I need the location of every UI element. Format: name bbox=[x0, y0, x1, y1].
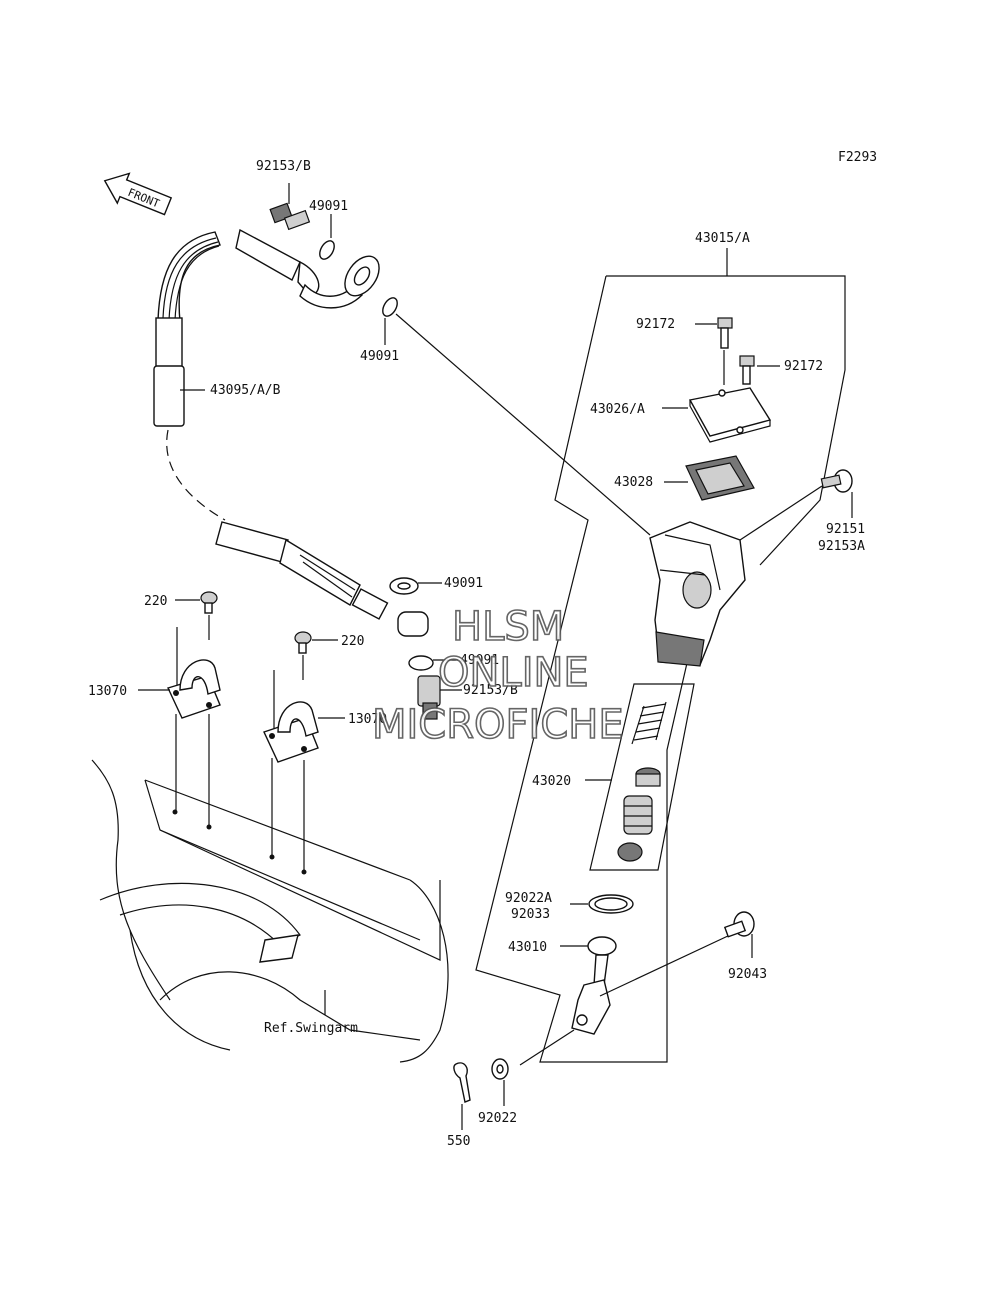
circlip: 92022A 92033 bbox=[505, 891, 634, 922]
label-49091-c: 49091 bbox=[444, 576, 483, 591]
cotter-pin: 550 bbox=[447, 1062, 471, 1149]
label-43020: 43020 bbox=[532, 774, 571, 789]
label-92153a: 92153A bbox=[818, 539, 865, 554]
label-43026: 43026/A bbox=[590, 402, 645, 417]
piston-kit-outline: 43020 bbox=[532, 683, 695, 871]
screw-92172-a: 92172 bbox=[636, 317, 733, 385]
washer-49091-b: 49091 bbox=[360, 297, 651, 536]
piston-spring bbox=[631, 701, 667, 745]
label-49091-b: 49091 bbox=[360, 349, 399, 364]
banjo-bolt-top: 92153/B bbox=[256, 159, 311, 231]
reference-label: Ref.Swingarm bbox=[264, 1021, 358, 1036]
label-43028: 43028 bbox=[614, 475, 653, 490]
watermark-line-3: MICROFICHE bbox=[372, 702, 624, 748]
clamp-13070-a: 13070 bbox=[88, 627, 221, 825]
watermark-line-1: HLSM bbox=[452, 604, 564, 650]
label-550: 550 bbox=[447, 1134, 470, 1149]
washer-49091-a: 49091 bbox=[309, 199, 348, 260]
reservoir-diaphragm: 43028 bbox=[614, 455, 755, 501]
swingarm-outline: Ref.Swingarm bbox=[91, 759, 449, 1063]
master-cylinder-body bbox=[649, 521, 746, 667]
piston bbox=[623, 795, 653, 835]
push-rod-assembly: 43010 bbox=[508, 934, 731, 1066]
label-92172-a: 92172 bbox=[636, 317, 675, 332]
label-43015: 43015/A bbox=[695, 231, 750, 246]
bolt-92151: 92151 92153A bbox=[739, 469, 865, 554]
label-92172-b: 92172 bbox=[784, 359, 823, 374]
label-92153b-top: 92153/B bbox=[256, 159, 311, 174]
brake-hose-assembly: 43095/A/B bbox=[153, 228, 389, 620]
label-220-b: 220 bbox=[341, 634, 364, 649]
label-92043: 92043 bbox=[728, 967, 767, 982]
screw-92172-b: 92172 bbox=[739, 355, 823, 385]
watermark: HLSM ONLINE MICROFICHE bbox=[371, 603, 624, 749]
reservoir-cap: 43026/A bbox=[590, 387, 772, 443]
label-92022: 92022 bbox=[478, 1111, 517, 1126]
piston-cup-secondary bbox=[617, 842, 643, 862]
clamp-13070-b: 13070 bbox=[263, 670, 387, 870]
figure-code: F2293 bbox=[838, 150, 877, 165]
label-92151: 92151 bbox=[826, 522, 865, 537]
label-43010: 43010 bbox=[508, 940, 547, 955]
banjo-lower: 49091 49091 92153/B bbox=[389, 576, 518, 720]
label-92153b-bottom: 92153/B bbox=[463, 683, 518, 698]
label-220-a: 220 bbox=[144, 594, 167, 609]
label-92022a: 92022A bbox=[505, 891, 552, 906]
clevis-pin: 92043 bbox=[723, 911, 767, 982]
watermark-line-2: ONLINE bbox=[438, 650, 589, 696]
screw-220-a: 220 bbox=[144, 591, 218, 640]
front-arrow-icon: FRONT bbox=[103, 172, 173, 216]
master-cylinder-group-outline: 43015/A bbox=[475, 231, 846, 1063]
washer-92022: 92022 bbox=[478, 1058, 517, 1126]
label-49091-d: 49091 bbox=[460, 653, 499, 668]
label-92033: 92033 bbox=[511, 907, 550, 922]
label-43095: 43095/A/B bbox=[210, 383, 281, 398]
piston-cup-primary bbox=[635, 767, 661, 787]
screw-220-b: 220 bbox=[294, 631, 364, 680]
label-13070-a: 13070 bbox=[88, 684, 127, 699]
label-13070-b: 13070 bbox=[348, 712, 387, 727]
label-49091-a: 49091 bbox=[309, 199, 348, 214]
